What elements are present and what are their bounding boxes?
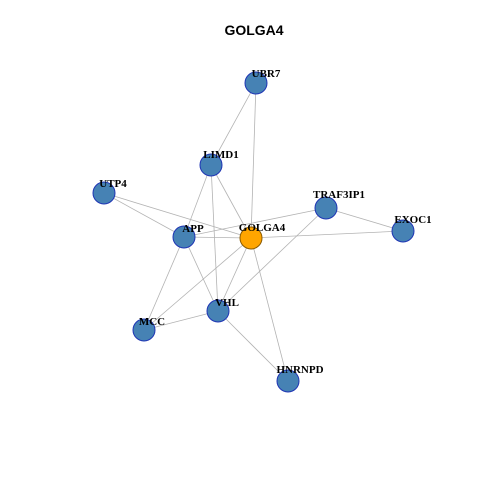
- node-exoc1[interactable]: [391, 219, 415, 243]
- edge-app-vhl: [183, 236, 219, 312]
- edge-vhl-mcc: [143, 310, 219, 331]
- edge-ubr7-limd1: [210, 82, 257, 166]
- node-app[interactable]: [172, 225, 196, 249]
- node-label-limd1: LIMD1: [203, 149, 238, 161]
- node-layer: [92, 71, 415, 393]
- edge-traf3ip1-app: [183, 207, 327, 238]
- edge-golga4-hnrnpd: [250, 237, 289, 382]
- node-label-mcc: MCC: [139, 316, 165, 328]
- node-hnrnpd[interactable]: [276, 369, 300, 393]
- edge-golga4-vhl: [217, 237, 252, 312]
- node-label-golga4: GOLGA4: [239, 222, 286, 234]
- node-label-exoc1: EXOC1: [394, 214, 431, 226]
- node-label-utp4: UTP4: [99, 178, 127, 190]
- edge-app-mcc: [143, 236, 185, 331]
- edge-traf3ip1-exoc1: [325, 207, 404, 232]
- node-golga4[interactable]: [239, 226, 263, 250]
- node-label-traf3ip1: TRAF3IP1: [313, 189, 365, 201]
- node-label-ubr7: UBR7: [252, 68, 281, 80]
- node-label-app: APP: [182, 223, 204, 235]
- edge-vhl-hnrnpd: [217, 310, 289, 382]
- edge-ubr7-golga4: [250, 82, 257, 239]
- edge-limd1-app: [183, 164, 212, 238]
- node-label-hnrnpd: HNRNPD: [276, 364, 323, 376]
- edge-golga4-exoc1: [250, 230, 404, 239]
- node-utp4[interactable]: [92, 181, 116, 205]
- node-mcc[interactable]: [132, 318, 156, 342]
- node-vhl[interactable]: [206, 299, 230, 323]
- edge-utp4-golga4: [103, 192, 252, 239]
- edge-golga4-mcc: [143, 237, 252, 331]
- diagram-title: GOLGA4: [224, 22, 283, 38]
- edge-traf3ip1-vhl: [217, 207, 327, 312]
- node-label-vhl: VHL: [215, 297, 239, 309]
- edge-utp4-app: [103, 192, 185, 238]
- node-traf3ip1[interactable]: [314, 196, 338, 220]
- node-ubr7[interactable]: [244, 71, 268, 95]
- node-limd1[interactable]: [199, 153, 223, 177]
- edge-limd1-vhl: [210, 164, 219, 312]
- edge-limd1-golga4: [210, 164, 252, 239]
